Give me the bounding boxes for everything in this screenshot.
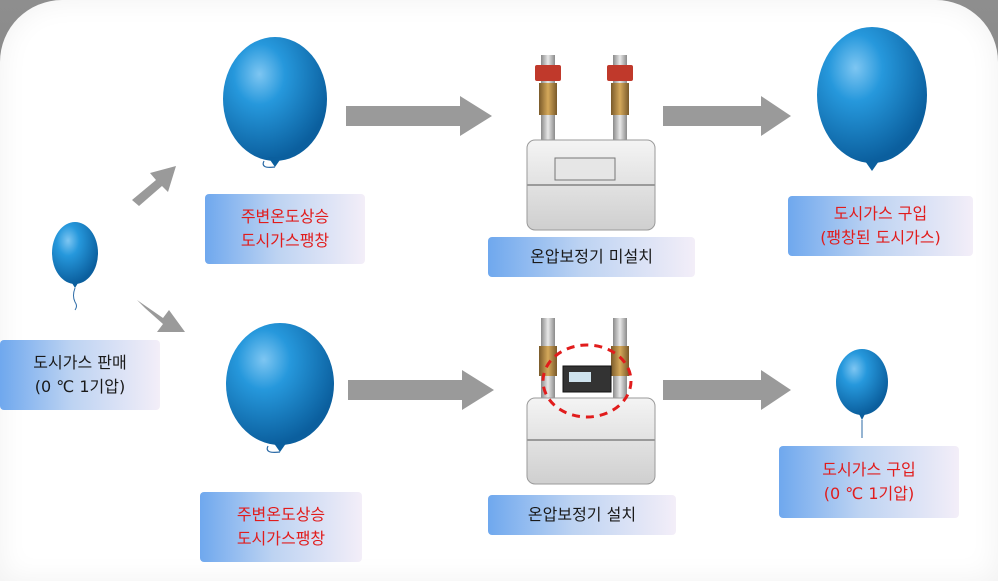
balloon-icon [817,27,927,171]
top-condition-line1: 주변온도상승 [240,207,330,226]
bottom-condition-line1: 주변온도상승 [236,505,326,524]
arrow-icon [663,370,791,410]
top-meter-text: 온압보정기 미설치 [530,247,653,266]
balloon-icon [836,349,888,438]
top-result-line1: 도시가스 구입 [833,204,928,223]
top-meter-label: 온압보정기 미설치 [488,237,695,277]
bottom-meter-label: 온압보정기 설치 [488,495,676,535]
bottom-condition-label: 주변온도상승 도시가스팽창 [200,492,362,562]
top-result-line2: (팽창된 도시가스) [820,228,941,247]
bottom-condition-line2: 도시가스팽창 [236,529,326,548]
bottom-result-line2: (0 ℃ 1기압) [823,484,915,503]
bottom-meter-text: 온압보정기 설치 [527,505,637,524]
top-result-label: 도시가스 구입 (팽창된 도시가스) [788,196,973,256]
sale-label-line1: 도시가스 판매 [33,353,127,372]
top-condition-label: 주변온도상승 도시가스팽창 [205,194,365,264]
balloon-icon [52,222,98,311]
gas-meter-icon [526,318,656,485]
sale-label: 도시가스 판매 (0 ℃ 1기압) [0,340,160,410]
arrow-icon [137,300,185,332]
arrow-icon [132,166,176,206]
top-condition-line2: 도시가스팽창 [240,231,330,250]
bottom-result-line1: 도시가스 구입 [822,460,916,479]
bottom-result-label: 도시가스 구입 (0 ℃ 1기압) [779,446,959,518]
arrow-icon [663,96,791,136]
balloon-icon [223,37,327,168]
sale-label-line2: (0 ℃ 1기압) [34,377,126,396]
arrow-icon [348,370,494,410]
arrow-icon [346,96,492,136]
balloon-icon [226,323,334,453]
gas-meter-icon [526,55,656,231]
